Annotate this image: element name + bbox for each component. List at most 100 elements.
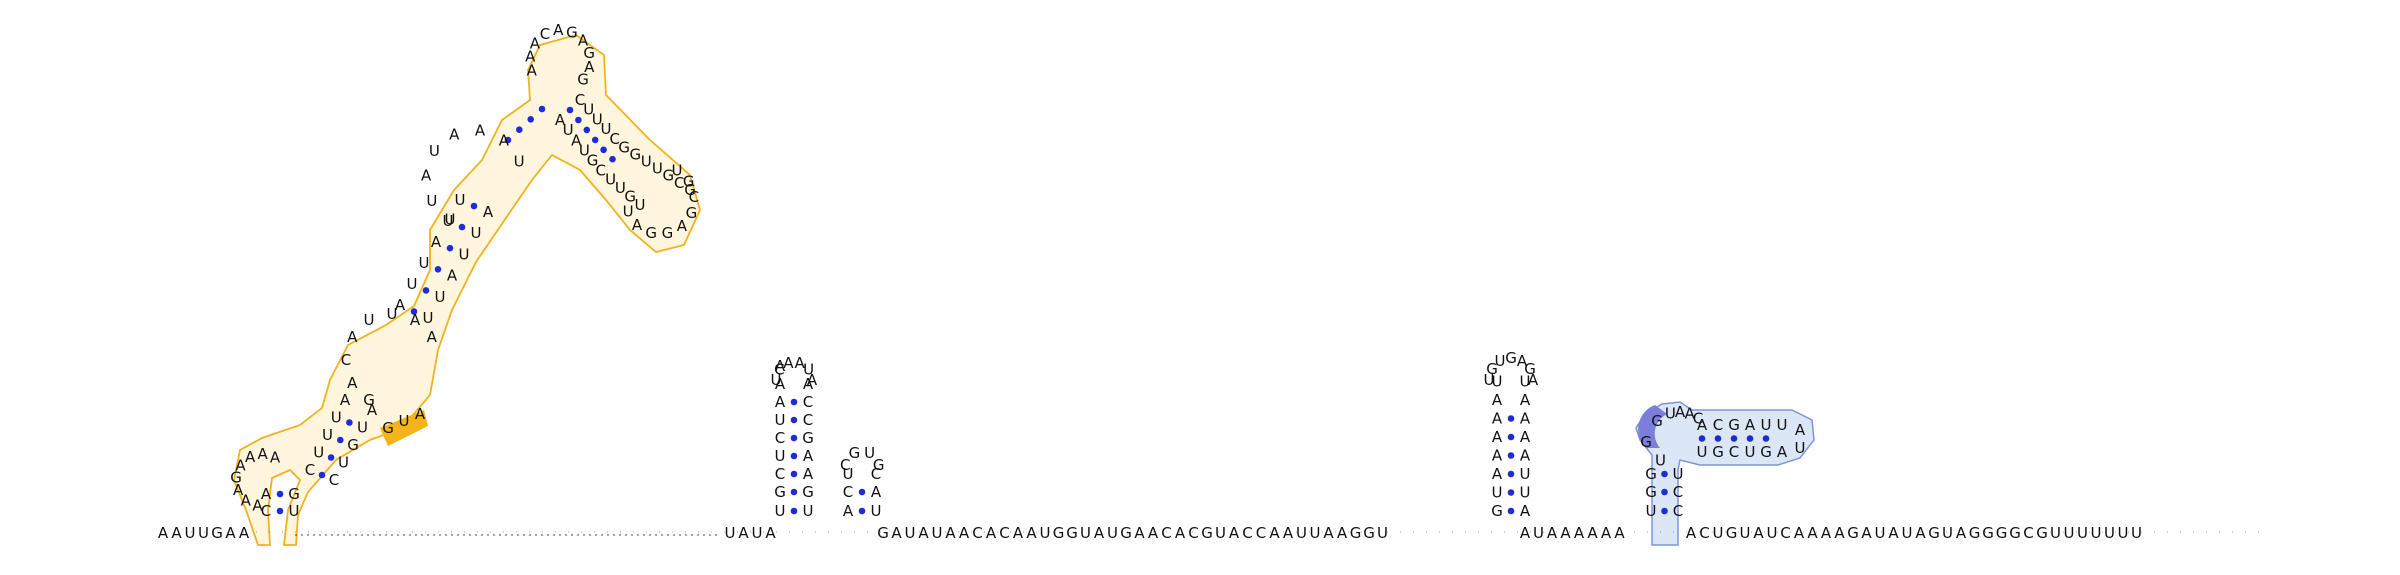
- nucleotide: G: [1847, 524, 1859, 542]
- nucleotide: A: [1777, 443, 1788, 461]
- nucleotide: G: [683, 173, 695, 191]
- nucleotide: A: [1520, 524, 1531, 542]
- nucleotide: U: [871, 502, 882, 520]
- nucleotide: C: [999, 524, 1009, 542]
- base-pair-dot: [790, 416, 798, 424]
- nucleotide: A: [1323, 524, 1334, 542]
- nucleotide: U: [1745, 443, 1756, 461]
- nucleotide: C: [261, 502, 271, 520]
- nucleotide: C: [1242, 524, 1252, 542]
- nucleotide: C: [596, 162, 606, 180]
- nucleotide: U: [357, 419, 368, 437]
- nucleotide: U: [1520, 465, 1531, 483]
- nucleotide: U: [1107, 524, 1118, 542]
- nucleotide: U: [429, 142, 440, 160]
- nucleotide: U: [1777, 416, 1788, 434]
- nucleotide: A: [171, 524, 182, 542]
- nucleotide: A: [794, 354, 805, 372]
- base-pair-dot: [346, 419, 353, 426]
- base-pair-dot: [1507, 415, 1515, 422]
- nucleotide: A: [347, 374, 358, 392]
- base-pair-dot: [276, 490, 284, 498]
- nucleotide: U: [1533, 524, 1544, 542]
- nucleotide: G: [2009, 524, 2021, 542]
- nucleotide: C: [2023, 524, 2033, 542]
- nucleotide: U: [803, 360, 814, 378]
- base-pair-dot: [583, 126, 591, 134]
- nucleotide: C: [305, 461, 315, 479]
- nucleotide: U: [1767, 524, 1778, 542]
- nucleotide: A: [765, 524, 776, 542]
- highlight-blue-solid: [1638, 405, 1667, 448]
- nucleotide: A: [225, 524, 236, 542]
- base-pair-layer: [276, 105, 1770, 515]
- nucleotide: G: [1996, 524, 2008, 542]
- nucleotide: C: [674, 174, 684, 192]
- base-pair-dot: [790, 452, 798, 460]
- nucleotide: A: [1795, 421, 1806, 439]
- nucleotide: A: [1520, 391, 1531, 409]
- nucleotide: A: [1492, 410, 1503, 428]
- nucleotide: U: [1795, 439, 1806, 457]
- nucleotide: G: [802, 483, 814, 501]
- base-pair-dot: [790, 434, 798, 442]
- nucleotide: U: [1713, 524, 1724, 542]
- base-pair-dot: [318, 471, 326, 479]
- nucleotide: A: [235, 456, 246, 474]
- nucleotide: U: [1761, 416, 1772, 434]
- nucleotide: U: [364, 311, 375, 329]
- nucleotide: U: [1484, 371, 1495, 389]
- base-pair-dot: [591, 136, 599, 144]
- nucleotide: C: [1161, 524, 1171, 542]
- base-pair-dot: [609, 155, 616, 163]
- nucleotide: C: [1673, 483, 1683, 501]
- nucleotide: U: [579, 142, 590, 160]
- base-pair-dot: [422, 287, 430, 294]
- nucleotide: U: [2050, 524, 2061, 542]
- nucleotide: U: [289, 502, 300, 520]
- nucleotide: A: [986, 524, 997, 542]
- nucleotide: G: [566, 24, 578, 42]
- base-pair-dot: [516, 126, 523, 133]
- highlight-blue-region: [1635, 401, 1815, 546]
- nucleotide: U: [583, 101, 594, 119]
- nucleotide: U: [1655, 452, 1666, 470]
- nucleotide: G: [211, 524, 223, 542]
- highlight-layer: [233, 34, 1815, 546]
- nucleotide: G: [363, 391, 375, 409]
- nucleotide: A: [1528, 371, 1539, 389]
- nucleotide: U: [426, 192, 437, 210]
- nucleotide: U: [635, 196, 646, 214]
- nucleotide: G: [1728, 416, 1740, 434]
- nucleotide: A: [1013, 524, 1024, 542]
- nucleotide: U: [843, 465, 854, 483]
- nucleotide: A: [1753, 524, 1764, 542]
- nucleotide: A: [1283, 524, 1294, 542]
- nucleotide: U: [803, 502, 814, 520]
- nucleotide: C: [871, 465, 881, 483]
- base-pair-dot: [527, 116, 534, 123]
- nucleotide: A: [803, 375, 814, 393]
- nucleotide: U: [752, 524, 763, 542]
- nucleotide: A: [239, 524, 250, 542]
- nucleotide: U: [471, 224, 482, 242]
- nucleotide: G: [1524, 360, 1536, 378]
- nucleotide: U: [1520, 484, 1531, 502]
- nucleotide: G: [1712, 443, 1724, 461]
- nucleotide: A: [775, 375, 786, 393]
- base-pair-dot: [1661, 507, 1668, 515]
- nucleotide: A: [1175, 524, 1186, 542]
- nucleotide: A: [1492, 428, 1503, 446]
- nucleotide: G: [577, 70, 589, 88]
- nucleotide: U: [1492, 373, 1503, 391]
- nucleotide: A: [427, 328, 438, 346]
- nucleotide: U: [331, 409, 342, 427]
- nucleotide: A: [1587, 524, 1598, 542]
- base-pair-dot: [1507, 489, 1515, 496]
- nucleotide: A: [1337, 524, 1348, 542]
- base-pair-dot: [446, 244, 454, 252]
- base-pair-dot: [790, 470, 798, 478]
- nucleotide: G: [1726, 524, 1738, 542]
